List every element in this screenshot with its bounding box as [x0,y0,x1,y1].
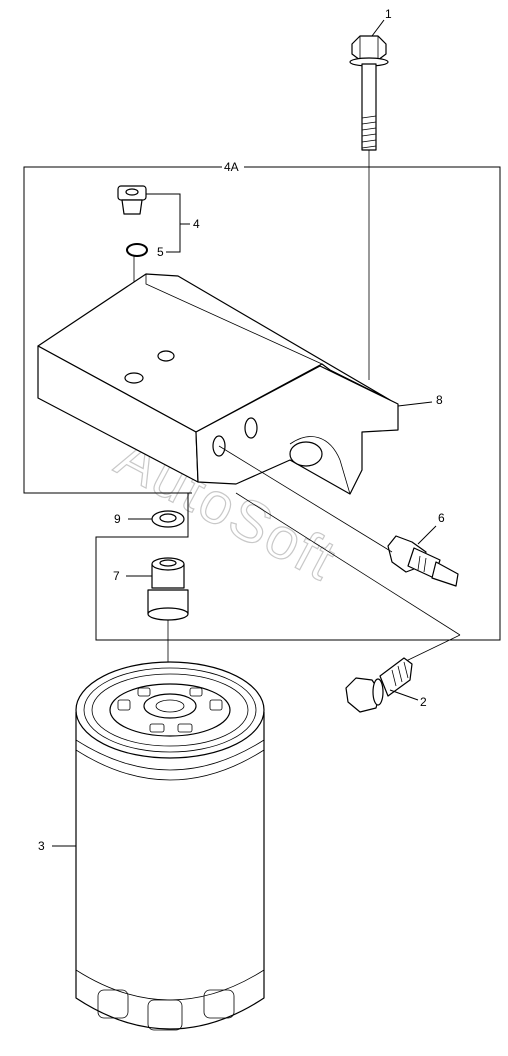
plug-part-4 [117,185,147,215]
callout-3: 3 [38,839,45,853]
callout-4: 4 [193,217,200,231]
o-ring-part-5 [126,243,148,257]
callout-8: 8 [436,393,443,407]
group-diag-1 [235,492,461,636]
callout-4a: 4A [224,160,239,174]
callout-7: 7 [113,569,120,583]
leader-1 [371,19,385,37]
callout-5: 5 [157,245,164,259]
leader-6 [417,525,437,545]
leader-8 [397,401,433,407]
filter-canister-part-3 [75,661,265,1031]
fitting-part-6 [387,535,459,587]
leader-2 [389,689,419,701]
callout-2: 2 [420,695,427,709]
bolt-part-2 [345,657,413,713]
leader-4 [146,193,181,253]
callout-6: 6 [438,511,445,525]
group-7-bracket [95,493,460,641]
group-4a-bracket-right [244,166,501,641]
filter-head-block-part-8 [37,273,399,495]
bolt-part-1 [349,35,389,151]
group-4a-bracket [23,166,222,494]
washer-part-9 [151,510,185,528]
group-diag-2 [403,634,461,663]
fitting-axis [218,445,393,553]
adapter-part-7 [147,557,189,621]
callout-9: 9 [114,512,121,526]
callout-1: 1 [385,7,392,21]
